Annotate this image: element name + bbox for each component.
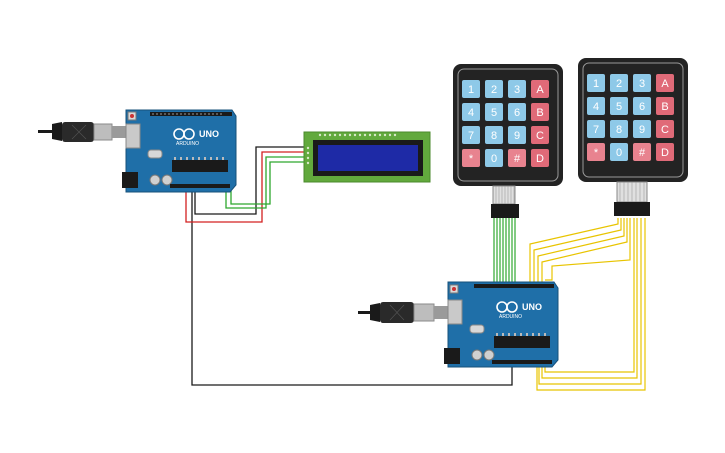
- lcd-display[interactable]: [303, 131, 431, 183]
- keypad-1-key[interactable]: [531, 103, 549, 121]
- wire-ground-black[interactable]: [191, 190, 513, 386]
- keypad-2-key[interactable]: [633, 143, 651, 161]
- keypad-1-key-label: C: [536, 130, 544, 142]
- keypad-1-key[interactable]: [462, 103, 480, 121]
- wire-power-red[interactable]: [185, 151, 306, 223]
- keypad-1-key-label: 1: [468, 84, 474, 96]
- keypad-2-key[interactable]: [610, 120, 628, 138]
- keypad-2-key-label: *: [594, 147, 599, 159]
- board-2-model-label: UNO: [522, 302, 542, 312]
- keypad-1-key[interactable]: [508, 103, 526, 121]
- keypad-1-key-label: B: [536, 107, 543, 119]
- keypad-2-connector[interactable]: [614, 202, 650, 216]
- keypad-1-key[interactable]: [485, 80, 503, 98]
- keypad-1-key[interactable]: [531, 80, 549, 98]
- keypad-1-key[interactable]: [531, 126, 549, 144]
- keypad-1-key-label: 2: [491, 84, 497, 96]
- keypad-1-key-label: 5: [491, 107, 497, 119]
- usb-cable-2[interactable]: [358, 302, 448, 323]
- keypad-1[interactable]: 1 2 3 A 4 5 6 B 7 8 9 C * 0 # D: [453, 64, 563, 218]
- keypad-2-key-label: D: [661, 147, 669, 159]
- keypad-1-key[interactable]: [531, 149, 549, 167]
- keypad-2-key[interactable]: [633, 74, 651, 92]
- keypad-1-key[interactable]: [462, 126, 480, 144]
- keypad-1-key[interactable]: [485, 103, 503, 121]
- keypad-1-key-label: 6: [514, 107, 520, 119]
- keypad-2-key-label: 0: [616, 147, 622, 159]
- keypad-1-wires: [493, 218, 516, 285]
- usb-cable-1[interactable]: [38, 122, 126, 142]
- keypad-2-key[interactable]: [587, 74, 605, 92]
- keypad-2-key-label: 9: [639, 124, 645, 136]
- keypad-1-key[interactable]: [485, 149, 503, 167]
- keypad-1-key[interactable]: [485, 126, 503, 144]
- keypad-2-key[interactable]: [587, 120, 605, 138]
- keypad-2-key-label: A: [661, 78, 669, 90]
- keypad-2-key[interactable]: [610, 74, 628, 92]
- keypad-2-key[interactable]: [610, 143, 628, 161]
- keypad-2-key-label: 3: [639, 78, 645, 90]
- arduino-logo-2: [496, 301, 518, 313]
- keypad-1-key[interactable]: [508, 149, 526, 167]
- keypad-2-key[interactable]: [656, 97, 674, 115]
- keypad-1-key-label: *: [469, 153, 474, 165]
- arduino-board-2[interactable]: UNO ARDUINO: [444, 281, 559, 368]
- wire-scl-green[interactable]: [230, 161, 306, 205]
- keypad-1-key-label: D: [536, 153, 544, 165]
- keypad-2-key[interactable]: [656, 143, 674, 161]
- keypad-1-connector[interactable]: [491, 204, 519, 218]
- keypad-2-key[interactable]: [656, 120, 674, 138]
- keypad-2-key[interactable]: [633, 97, 651, 115]
- keypad-2-key-label: 7: [593, 124, 599, 136]
- keypad-2-wires-top: [529, 218, 628, 285]
- keypad-1-key-label: 7: [468, 130, 474, 142]
- arduino-logo-1: [173, 128, 195, 140]
- keypad-1-key-label: A: [536, 84, 544, 96]
- keypad-1-key-label: #: [514, 153, 521, 165]
- keypad-1-key[interactable]: [462, 149, 480, 167]
- keypad-2-key[interactable]: [656, 74, 674, 92]
- keypad-2-key-label: 5: [616, 101, 622, 113]
- wire-ground-lcd-black[interactable]: [194, 146, 306, 215]
- keypad-2-key[interactable]: [633, 120, 651, 138]
- keypad-1-key-label: 9: [514, 130, 520, 142]
- wires: [185, 146, 646, 391]
- keypad-2-key[interactable]: [587, 143, 605, 161]
- keypad-2-key-label: C: [661, 124, 669, 136]
- keypad-1-key-label: 8: [491, 130, 497, 142]
- keypad-2-wires-bottom: [536, 218, 646, 391]
- keypad-2-key[interactable]: [610, 97, 628, 115]
- keypad-2[interactable]: 1 2 3 A 4 5 6 B 7 8 9 C * 0 # D: [578, 58, 688, 216]
- keypad-1-key-label: 4: [468, 107, 474, 119]
- keypad-1-key[interactable]: [508, 126, 526, 144]
- keypad-2-key-label: 2: [616, 78, 622, 90]
- keypad-1-key[interactable]: [462, 80, 480, 98]
- keypad-1-key-label: 3: [514, 84, 520, 96]
- keypad-2-key-label: B: [661, 101, 668, 113]
- board-1-model-label: UNO: [199, 129, 219, 139]
- keypad-2-key-label: #: [639, 147, 646, 159]
- board-2-brand-label: ARDUINO: [499, 314, 522, 320]
- keypad-2-key-label: 4: [593, 101, 599, 113]
- wire-sda-green[interactable]: [225, 156, 306, 209]
- keypad-1-key-label: 0: [491, 153, 497, 165]
- lcd-screen: [318, 145, 418, 171]
- arduino-board-1[interactable]: UNO ARDUINO: [122, 109, 237, 193]
- keypad-2-key-label: 6: [639, 101, 645, 113]
- board-1-brand-label: ARDUINO: [176, 141, 199, 147]
- keypad-2-key[interactable]: [587, 97, 605, 115]
- keypad-1-key[interactable]: [508, 80, 526, 98]
- keypad-2-key-label: 8: [616, 124, 622, 136]
- keypad-2-key-label: 1: [593, 78, 599, 90]
